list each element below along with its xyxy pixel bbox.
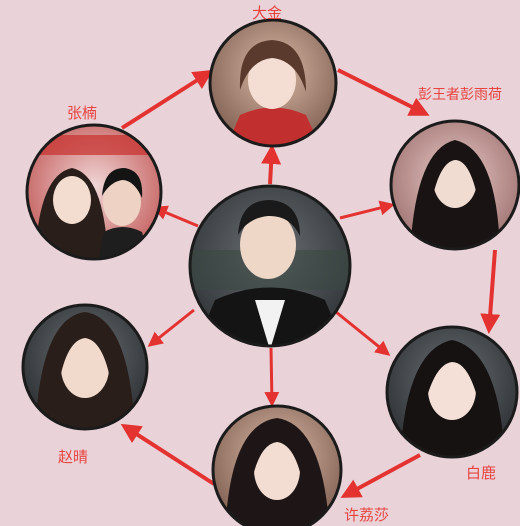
center-node[interactable] [180,180,360,360]
node-xulisha[interactable] [208,400,348,526]
label-pengwangzhe: 彭王者彭雨荷 [418,87,502,103]
label-dajin: 大金 [252,4,283,22]
arrow-center-to-xulisha [264,347,280,407]
arrow-center-to-zhangnan [152,205,199,228]
arrows [120,68,501,498]
node-bailu[interactable] [382,322,520,462]
label-zhangnan: 张楠 [67,104,98,122]
node-dajin[interactable] [205,15,345,155]
woman-portrait-icon [391,121,519,249]
arrow-center-to-bailu [335,310,391,356]
label-xulisha: 许荔莎 [344,506,390,524]
woman-portrait-icon [210,20,336,146]
arrow-center-to-zhaoqing [147,308,195,347]
arrow-center-to-peng [339,200,395,220]
node-zhaoqing[interactable] [20,302,152,434]
man-portrait-icon [190,186,350,346]
node-pengwangzhe[interactable] [385,115,520,255]
arrow-xulisha-to-zhaoqing [120,423,216,486]
arrow-dajin-to-peng [337,68,430,116]
label-zhaoqing: 赵晴 [58,448,89,466]
arrow-bailu-to-xulisha [340,453,421,498]
woman-portrait-icon [23,305,147,429]
arrow-center-to-dajin [261,144,282,185]
arrow-zhangnan-to-dajin [120,69,214,130]
couple-photo-icon [27,125,161,259]
woman-portrait-icon [387,327,517,457]
arrow-peng-to-bailu [480,249,501,334]
node-zhangnan[interactable] [25,123,165,263]
woman-portrait-icon [213,406,341,526]
label-bailu: 白鹿 [466,464,497,482]
